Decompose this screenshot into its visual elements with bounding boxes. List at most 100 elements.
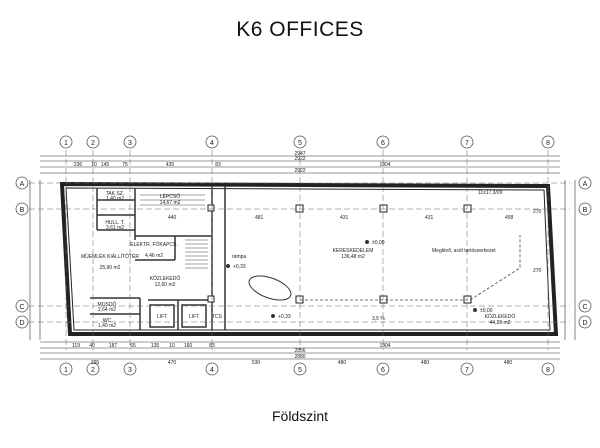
grid-row-label: A <box>20 181 25 188</box>
grid-lines <box>20 150 570 350</box>
grid-row-label: B <box>20 207 25 214</box>
ramp-oval <box>248 275 292 301</box>
room-name: KÖZLEKEDŐ <box>485 313 516 320</box>
structure-note: Meglévő, acél tartószerkezet <box>432 248 496 254</box>
drawing-title: K6 OFFICES <box>236 18 364 41</box>
dim-bottom-seg: 10 <box>169 343 175 349</box>
grid-row-label: B <box>583 207 588 214</box>
reference-label: 11x17,3/09 <box>478 190 503 196</box>
grid-col-label: 5 <box>298 367 302 374</box>
grid-col-marker <box>460 362 474 376</box>
grid-col-marker <box>59 362 73 376</box>
grid-row-label: A <box>583 181 588 188</box>
grid-column-labels: 1 2 3 4 5 6 7 8 1 2 3 4 5 6 7 8 <box>64 140 550 374</box>
room-area: 25,90 m2 <box>100 265 121 271</box>
grid-col-marker <box>376 362 390 376</box>
room-name: WC <box>103 318 112 324</box>
room-area: 2,64 m2 <box>98 307 116 313</box>
dim-bottom-seg: 83 <box>209 343 215 349</box>
grid-row-marker <box>15 315 29 329</box>
grid-col-label: 8 <box>546 140 550 147</box>
grid-row-marker <box>578 202 592 216</box>
room-area: 44,23 m2 <box>490 320 511 326</box>
interior-dim: 440 <box>168 215 177 221</box>
grid-col-marker <box>541 362 555 376</box>
grid-col-label: 1 <box>64 140 68 147</box>
grid-column-markers <box>59 135 555 376</box>
level-mark: +0,33 <box>278 314 291 320</box>
grid-col-label: 2 <box>91 140 95 147</box>
dim-bottom-overall: 2880 <box>294 354 305 360</box>
room-labels: LÉPCSŐ 14,67 m2 TAK.SZ. 1,40 m2 HULL. T.… <box>81 191 515 329</box>
staircase <box>140 194 208 269</box>
grid-col-label: 1 <box>64 367 68 374</box>
grid-col-label: 4 <box>210 140 214 147</box>
slope-label: 3,5 % <box>372 316 385 322</box>
room-name: TAK.SZ. <box>106 191 125 197</box>
room-name: MŰEMLÉK KIÁLLÍTÓTÉR <box>81 253 139 260</box>
grid-col-marker <box>123 362 137 376</box>
interior-dim: 270 <box>533 268 542 274</box>
grid-col-label: 8 <box>546 367 550 374</box>
grid-row-marker <box>15 299 29 313</box>
grid-col-marker <box>86 135 100 149</box>
dim-bottom-row3: 480 <box>504 360 513 366</box>
grid-col-marker <box>86 362 100 376</box>
dim-top-seg: 83 <box>215 162 221 168</box>
grid-row-marker <box>578 315 592 329</box>
dim-top-seg: 75 <box>122 162 128 168</box>
room-name: HULL. T. <box>105 220 124 226</box>
dimension-lines <box>29 155 576 360</box>
room-name: KERESKEDELEM <box>333 248 374 254</box>
grid-row-label: C <box>19 304 24 311</box>
grid-col-marker <box>293 135 307 149</box>
bottom-dimensions: 119 40 187 65 135 10 160 83 1904 2856 28… <box>72 343 512 366</box>
grid-col-marker <box>123 135 137 149</box>
interior-dim: 481 <box>255 215 264 221</box>
dim-bottom-row3: 480 <box>421 360 430 366</box>
grid-col-label: 7 <box>465 367 469 374</box>
dim-top-overall: 2947 <box>294 151 305 157</box>
dim-bottom-seg: 119 <box>72 343 80 349</box>
dim-top-seg: 435 <box>166 162 175 168</box>
grid-row-marker <box>15 202 29 216</box>
grid-row-marker <box>578 176 592 190</box>
level-markers <box>226 240 477 318</box>
dim-bottom-seg: 160 <box>184 343 193 349</box>
room-name: ELEKTR. FŐKAPCS. <box>130 241 178 248</box>
annotations: LIFT LIFT TCS ±0,00 +0,33 +0,33 ±0,00 Me… <box>157 190 542 322</box>
level-mark: ±0,00 <box>372 240 385 246</box>
dim-top-seg: 1904 <box>379 162 390 168</box>
top-dimensions: 2947 2922 2922 236 10 145 75 435 83 1904 <box>74 151 391 174</box>
grid-col-marker <box>205 362 219 376</box>
grid-row-marker <box>578 299 592 313</box>
grid-row-markers <box>15 176 592 329</box>
grid-col-marker <box>460 135 474 149</box>
interior-dim: 431 <box>425 215 434 221</box>
dim-bottom-overall: 2856 <box>294 348 305 354</box>
grid-col-label: 7 <box>465 140 469 147</box>
room-name: MOSDÓ <box>98 301 117 308</box>
dim-bottom-row3: 480 <box>338 360 347 366</box>
grid-col-marker <box>376 135 390 149</box>
dim-bottom-seg: 65 <box>130 343 136 349</box>
dim-top-seg: 145 <box>101 162 110 168</box>
dim-top-seg: 10 <box>91 162 97 168</box>
structural-columns <box>207 204 472 304</box>
lift-label: LIFT <box>189 314 199 320</box>
grid-row-label: C <box>582 304 587 311</box>
lift-label: LIFT <box>157 314 167 320</box>
room-area: 136,48 m2 <box>341 254 365 260</box>
room-area: 1,40 m2 <box>98 323 116 329</box>
dim-bottom-seg: 1904 <box>379 343 390 349</box>
room-area: 3,61 m2 <box>106 225 124 231</box>
level-mark: ±0,00 <box>480 308 493 314</box>
grid-col-marker <box>59 135 73 149</box>
interior-dim: 270 <box>533 209 542 215</box>
grid-col-marker <box>205 135 219 149</box>
dim-bottom-row3: 395 <box>91 360 100 366</box>
grid-row-labels: A B C D A B C D <box>19 181 587 327</box>
dim-bottom-seg: 187 <box>109 343 118 349</box>
outer-walls <box>59 181 559 336</box>
